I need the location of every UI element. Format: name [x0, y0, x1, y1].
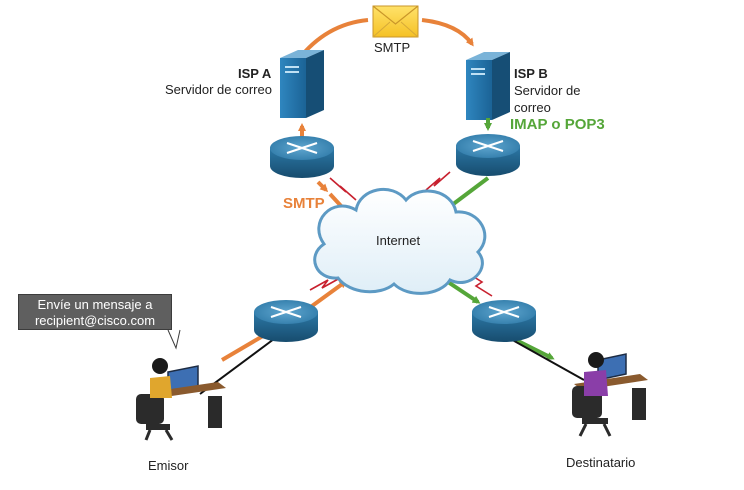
- recipient-label: Destinatario: [566, 455, 636, 470]
- callout-line-2: recipient@cisco.com: [34, 313, 156, 328]
- isp-b-name: ISP B: [514, 66, 548, 81]
- sender-workstation-icon: [136, 358, 226, 441]
- callout-pointer: [167, 329, 181, 350]
- sender-label: Emisor: [148, 458, 189, 473]
- router-a-icon: [270, 136, 334, 178]
- server-a-icon: [280, 50, 324, 118]
- cloud-to-router-a-arrow: [316, 180, 329, 193]
- message-callout: Envíe un mensaje a recipient@cisco.com: [18, 294, 172, 330]
- router-b-to-cloud-arrow: [445, 176, 490, 210]
- internet-label: Internet: [376, 233, 421, 248]
- isp-b-desc-line2: correo: [514, 100, 551, 115]
- router-b-icon: [456, 134, 520, 176]
- recipient-workstation-icon: [572, 352, 648, 437]
- envelope-icon: [372, 5, 419, 38]
- isp-a-name: ISP A: [238, 66, 272, 81]
- sender-to-router-arrow: [220, 331, 271, 362]
- router-sender-icon: [254, 300, 318, 342]
- router-recipient-icon: [472, 300, 536, 342]
- internet-cloud-icon: [313, 188, 487, 295]
- callout-line-1: Envíe un mensaje a: [37, 297, 153, 312]
- server-b-icon: [466, 52, 510, 120]
- imap-pop3-label: IMAP o POP3: [510, 116, 605, 133]
- isp-a-desc: Servidor de correo: [165, 82, 272, 97]
- smtp-top-label: SMTP: [374, 40, 411, 55]
- router-to-recipient-arrow: [511, 336, 555, 360]
- smtp-left-label: SMTP: [283, 195, 325, 212]
- isp-b-desc-line1: Servidor de: [514, 83, 581, 98]
